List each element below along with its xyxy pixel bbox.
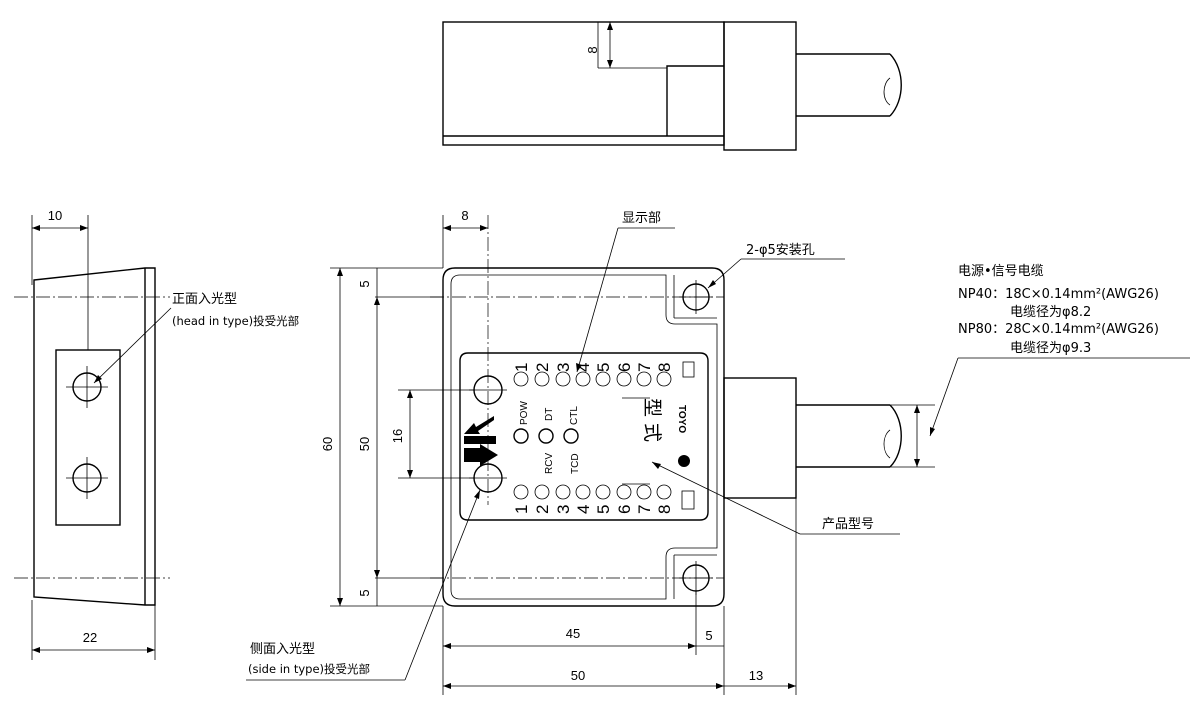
label-product-model: 产品型号 bbox=[822, 517, 874, 532]
dim-width-margin: 5 bbox=[705, 628, 712, 643]
front-cable-gland bbox=[723, 377, 797, 499]
front-dimensions: 8 60 50 5 5 16 45 5 bbox=[320, 208, 935, 695]
led-ctl-label: CTL bbox=[569, 406, 580, 425]
dim-side-top: 10 bbox=[48, 208, 62, 223]
side-view-body bbox=[33, 267, 156, 606]
label-mount-holes: 2-φ5安装孔 bbox=[746, 243, 815, 258]
label-side-type: 侧面入光型 bbox=[250, 642, 315, 657]
svg-text:3: 3 bbox=[554, 363, 573, 372]
dim-margin-top: 5 bbox=[357, 280, 372, 287]
svg-text:4: 4 bbox=[574, 363, 593, 372]
label-cable-title: 电源•信号电缆 bbox=[958, 263, 1044, 279]
led-ctl bbox=[563, 428, 579, 444]
svg-text:5: 5 bbox=[594, 363, 613, 372]
svg-text:2: 2 bbox=[533, 505, 552, 514]
terminal-row-bottom: 1 2 3 4 5 6 7 8 bbox=[512, 484, 695, 514]
label-np40-line2: 电缆径为φ8.2 bbox=[1010, 304, 1091, 320]
terminal-row-top: 1 2 3 4 5 6 7 8 bbox=[512, 361, 695, 387]
brand-label: TOYO bbox=[676, 405, 687, 433]
led-dt-label: DT bbox=[544, 408, 555, 421]
label-side-type-en: (side in type)投受光部 bbox=[248, 662, 370, 676]
led-pow bbox=[513, 428, 529, 444]
front-view: POW DT CTL RCV TCD 1 2 3 4 5 6 7 8 1 bbox=[430, 215, 902, 607]
dim-side-bottom: 22 bbox=[83, 630, 97, 645]
toyo-logo-icon bbox=[678, 455, 690, 467]
top-view-cable-gland bbox=[723, 21, 797, 151]
svg-text:8: 8 bbox=[655, 505, 674, 514]
label-np40-line1: NP40：18C×0.14mm²(AWG26) bbox=[958, 287, 1159, 302]
dim-front-offset: 8 bbox=[461, 208, 468, 223]
transmit-receive-icon bbox=[464, 416, 498, 466]
led-rcv-label: RCV bbox=[544, 453, 555, 474]
dim-margin-bottom: 5 bbox=[357, 589, 372, 596]
svg-text:6: 6 bbox=[615, 363, 634, 372]
label-np80-line1: NP80：28C×0.14mm²(AWG26) bbox=[958, 322, 1159, 337]
svg-text:8: 8 bbox=[655, 363, 674, 372]
front-view-body bbox=[442, 267, 725, 607]
top-view-body bbox=[442, 21, 725, 146]
label-head-type-en: (head in type)投受光部 bbox=[172, 314, 299, 328]
svg-text:3: 3 bbox=[554, 505, 573, 514]
svg-text:4: 4 bbox=[574, 505, 593, 514]
model-marking: 型 式 bbox=[641, 398, 663, 442]
label-head-type: 正面入光型 bbox=[172, 292, 237, 307]
svg-text:1: 1 bbox=[512, 363, 531, 372]
side-view-window bbox=[55, 349, 121, 526]
dim-cable-length: 13 bbox=[749, 668, 763, 683]
led-dt bbox=[538, 428, 554, 444]
dim-top-height: 8 bbox=[585, 46, 600, 53]
svg-text:7: 7 bbox=[635, 363, 654, 372]
dim-lens-spacing: 16 bbox=[390, 429, 405, 443]
svg-text:5: 5 bbox=[594, 505, 613, 514]
label-np80-line2: 电缆径为φ9.3 bbox=[1010, 340, 1091, 356]
dim-width-total: 50 bbox=[571, 668, 585, 683]
dim-hole-span: 45 bbox=[566, 626, 580, 641]
side-view: 10 22 正面入光型 (head in type)投受光部 bbox=[14, 208, 299, 660]
display-panel bbox=[459, 352, 709, 521]
svg-text:6: 6 bbox=[615, 505, 634, 514]
dim-height-total: 60 bbox=[320, 437, 335, 451]
top-view-cable-end bbox=[889, 53, 902, 117]
label-display: 显示部 bbox=[622, 211, 661, 226]
led-tcd-label: TCD bbox=[570, 453, 581, 474]
led-pow-label: POW bbox=[519, 401, 530, 425]
svg-text:7: 7 bbox=[635, 505, 654, 514]
annotations: 显示部 2-φ5安装孔 电源•信号电缆 NP40：18C×0.14mm²(AWG… bbox=[246, 211, 1190, 681]
dim-height-inner: 50 bbox=[357, 437, 372, 451]
top-view: 8 bbox=[442, 21, 902, 151]
svg-text:2: 2 bbox=[533, 363, 552, 372]
svg-text:1: 1 bbox=[512, 505, 531, 514]
